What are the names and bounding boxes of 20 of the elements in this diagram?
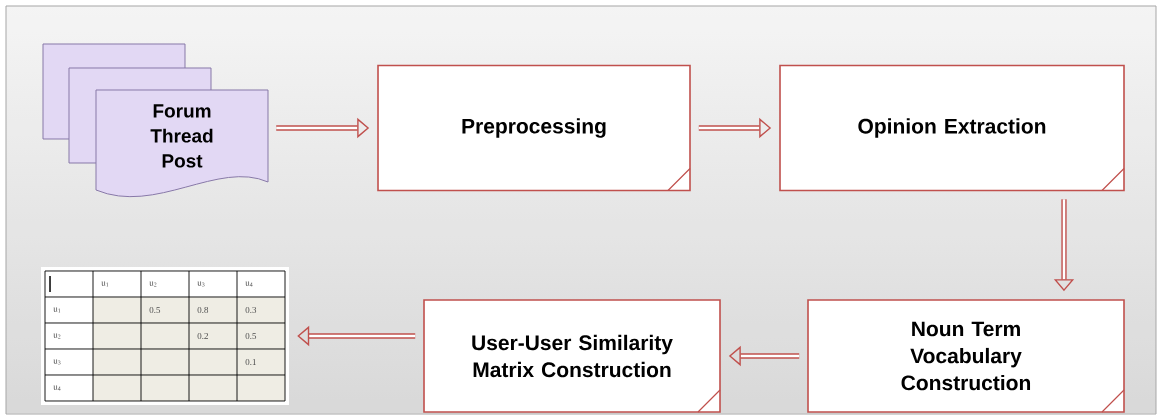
document-stack: Forum Thread Post: [42, 43, 269, 198]
table-cell-text: u$_{1}$: [53, 307, 61, 313]
table-cell-text: u$_{1}$: [101, 281, 109, 287]
table-cell-text: 0.1: [245, 358, 256, 366]
table-cell-text: 0.8: [197, 306, 209, 314]
table-cell-text: u$_{4}$: [245, 281, 253, 287]
table-cell-text: 0.3: [245, 306, 257, 314]
table-cell-text: u$_{4}$: [53, 385, 61, 391]
table-cell-text: 0.5: [245, 332, 257, 340]
table-cell-text: u$_{3}$: [197, 281, 205, 287]
process-box: Opinion Extraction: [779, 64, 1125, 192]
similarity-table: [41, 267, 289, 405]
process-box: Noun Term Vocabulary Construction: [807, 299, 1125, 413]
process-box: User-User Similarity Matrix Construction: [423, 299, 721, 413]
table-cell-text: 0.5: [149, 306, 161, 314]
table-cell-text: u$_{2}$: [53, 333, 61, 339]
process-box: Preprocessing: [377, 64, 691, 192]
table-cell-text: 0.2: [197, 332, 208, 340]
table-cell-text: u$_{3}$: [53, 359, 61, 365]
table-cell-text: u$_{2}$: [149, 281, 157, 287]
